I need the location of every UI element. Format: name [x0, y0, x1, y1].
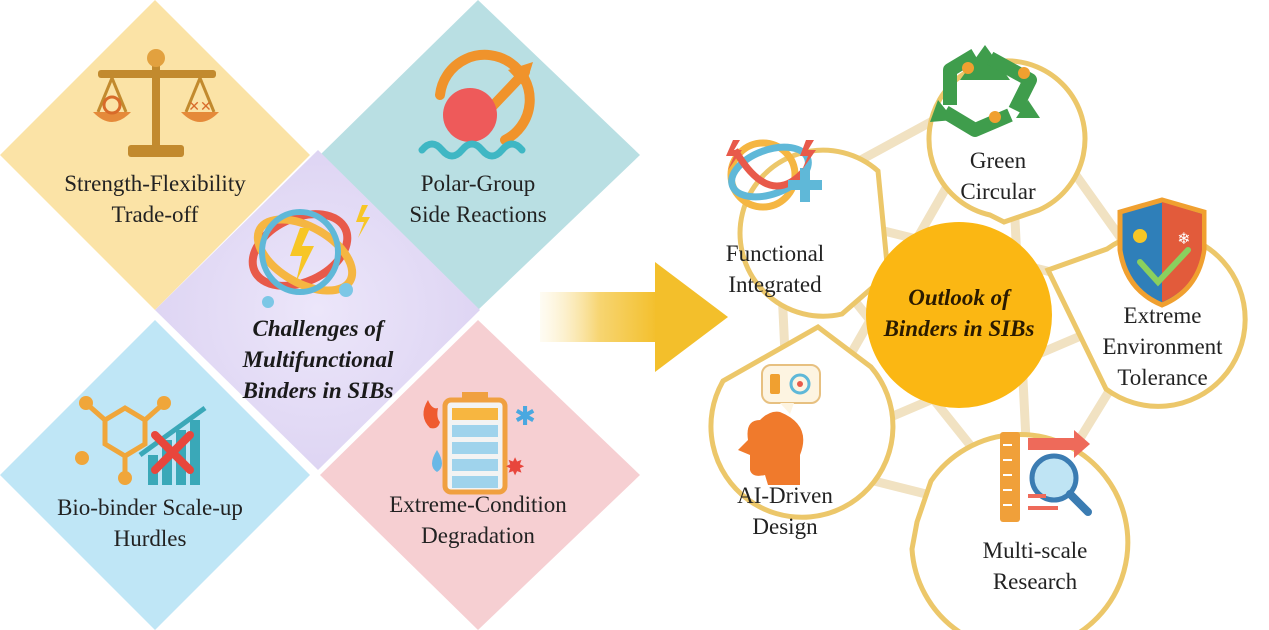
bio-binder-label: Bio-binder Scale-up Hurdles — [57, 495, 243, 551]
shield-weather-icon: ❄ — [1117, 197, 1207, 308]
transition-arrow — [540, 262, 728, 372]
strength-flexibility-label: Strength-Flexibility Trade-off — [64, 171, 246, 227]
ai-driven-label: AI-Driven Design — [737, 483, 833, 539]
multi-scale-label: Multi-scale Research — [982, 538, 1088, 594]
tangled-rings-icon — [248, 205, 370, 308]
green-circular-label: Green Circular — [960, 148, 1036, 204]
svg-text:✱: ✱ — [514, 402, 536, 432]
magnifier-ruler-icon — [1000, 430, 1092, 522]
extreme-environment-label: Extreme Environment Tolerance — [1102, 303, 1223, 390]
challenges-title: Challenges of Multifunctional Binders in… — [242, 316, 394, 403]
svg-text:✕✕: ✕✕ — [188, 99, 211, 115]
recycle-icon — [930, 45, 1040, 137]
ai-head-icon — [738, 364, 821, 485]
polar-group-label: Polar-Group Side Reactions — [409, 171, 547, 227]
tile-center-challenges — [155, 150, 480, 470]
reaction-arrow-icon — [418, 49, 535, 160]
balance-scale-icon: ✕✕ — [93, 49, 219, 157]
extreme-condition-label: Extreme-Condition Degradation — [389, 492, 567, 548]
battery-fire-ice-icon: ✱ ✸ — [423, 392, 536, 495]
interlocked-rings-icon — [726, 139, 822, 211]
svg-text:❄: ❄ — [1177, 229, 1190, 248]
molecule-chart-icon — [75, 396, 207, 485]
functional-integrated-label: Functional Integrated — [725, 241, 825, 297]
outlook-center-circle — [866, 222, 1052, 408]
svg-text:✸: ✸ — [505, 453, 525, 481]
outlook-title: Outlook of Binders in SIBs — [883, 285, 1035, 341]
